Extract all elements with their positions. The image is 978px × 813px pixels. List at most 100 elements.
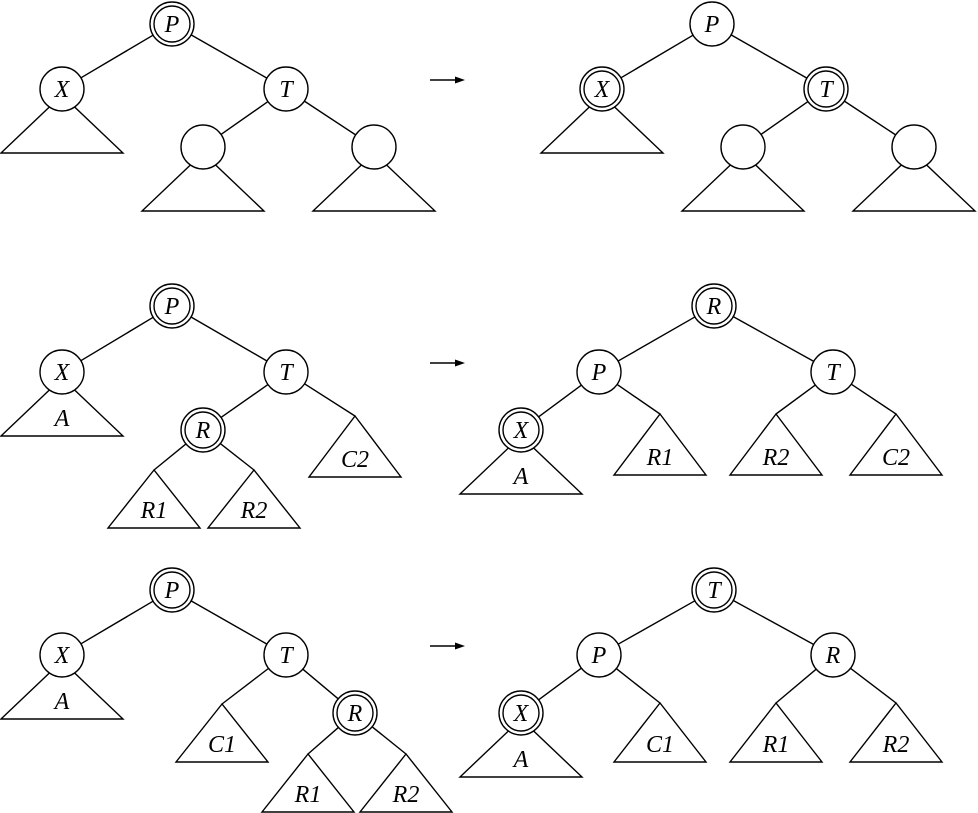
node-label: R [347, 701, 363, 727]
node-inner-ring [695, 287, 733, 325]
edge-b2-R-b2-T [732, 316, 815, 362]
edge-to-b1-t-R1 [153, 443, 187, 471]
subtree-triangle [728, 412, 824, 476]
subtree-label: R1 [762, 732, 790, 758]
node-a2-X: X [579, 66, 625, 112]
edge-b2-R-b2-P [617, 316, 696, 362]
node-label: R [706, 294, 722, 320]
node-c2-R: R [810, 632, 856, 678]
node-inner-ring [502, 411, 540, 449]
edges-layer [80, 34, 897, 701]
node-a1-R [351, 124, 397, 170]
subtree-c2-t-C1: C1 [612, 668, 708, 763]
edge-to-c1-t-C1 [221, 667, 269, 705]
subtree-a2-t-X [539, 94, 665, 154]
node-c1-R: R [332, 690, 378, 736]
node-label: X [513, 418, 530, 444]
node-inner-ring [695, 571, 733, 609]
node-label: P [164, 294, 180, 320]
node-circle [263, 349, 309, 395]
subtree-triangle [539, 94, 665, 154]
node-circle [576, 632, 622, 678]
edge-a2-T-a2-L [760, 101, 809, 135]
node-a1-P: P [149, 1, 195, 47]
subtree-triangle [140, 152, 266, 212]
subtree-a1-t-X [0, 94, 125, 154]
edge-to-c1-t-R2 [371, 726, 407, 755]
node-label: X [54, 77, 71, 103]
edge-b2-P-b2-X [538, 384, 582, 418]
node-circle [149, 283, 195, 329]
edge-to-c2-t-R2 [850, 667, 897, 704]
node-label: T [819, 77, 834, 103]
edge-to-b1-t-R2 [219, 443, 255, 471]
node-circle [498, 407, 544, 453]
subtree-triangle [851, 152, 977, 212]
edge-a2-P-a2-X [620, 34, 694, 79]
node-inner-ring [583, 70, 621, 108]
edge-to-c1-t-R1 [307, 726, 339, 755]
node-inner-ring [153, 287, 191, 325]
node-inner-ring [502, 694, 540, 732]
subtree-a1-t-L [140, 152, 266, 212]
subtree-triangle [728, 701, 824, 763]
subtree-triangle [458, 718, 584, 778]
node-label: X [54, 643, 71, 669]
subtree-label: R2 [762, 445, 790, 471]
edge-a2-P-a2-T [730, 34, 808, 79]
node-a1-L [180, 124, 226, 170]
arrow-row3 [430, 642, 465, 650]
edge-a1-T-a1-L [220, 101, 269, 135]
edge-to-b2-t-R2 [775, 384, 816, 415]
node-label: T [826, 360, 841, 386]
subtree-triangle [680, 152, 806, 212]
node-label: X [54, 360, 71, 386]
node-a2-L [720, 124, 766, 170]
subtree-triangle [612, 701, 708, 763]
node-circle [579, 66, 625, 112]
node-circle [180, 124, 226, 170]
edge-c1-T-c1-R [302, 668, 339, 700]
subtree-b2-t-R1: R1 [612, 383, 708, 476]
node-inner-ring [807, 70, 845, 108]
arrow-row1 [430, 76, 465, 84]
node-b2-P: P [576, 349, 622, 395]
subtree-b1-t-R1: R1 [106, 443, 202, 529]
arrows-layer [430, 76, 465, 650]
node-label: X [594, 77, 611, 103]
edge-to-b1-t-C2 [304, 383, 356, 417]
node-c1-P: P [149, 567, 195, 613]
edge-a1-T-a1-R [303, 100, 357, 136]
node-circle [720, 124, 766, 170]
subtree-b1-t-C2: C2 [304, 383, 403, 478]
subtree-label: C1 [646, 732, 674, 758]
subtree-a2-t-R [851, 152, 977, 212]
subtree-c1-t-R1: R1 [260, 726, 356, 813]
edge-a2-T-a2-R [843, 100, 897, 136]
subtree-label: R2 [392, 782, 420, 808]
node-a2-R [891, 124, 937, 170]
subtree-label: A [53, 689, 70, 715]
subtree-label: R1 [646, 445, 674, 471]
arrow-head-icon [455, 642, 465, 650]
edge-c2-P-c2-X [538, 667, 582, 701]
subtree-b2-t-C2: C2 [848, 383, 944, 476]
subtree-label: A [53, 406, 70, 432]
node-label: P [591, 643, 607, 669]
node-inner-ring [184, 411, 222, 449]
edge-to-c2-t-R1 [775, 668, 817, 704]
node-label: X [513, 701, 530, 727]
edge-to-c2-t-C1 [615, 668, 661, 704]
node-circle [149, 1, 195, 47]
node-label: P [164, 578, 180, 604]
subtree-triangle [307, 414, 403, 478]
node-b2-T: T [810, 349, 856, 395]
subtree-triangle [311, 152, 437, 212]
arrow-row2 [430, 359, 465, 367]
subtree-c2-t-R1: R1 [728, 668, 824, 763]
node-inner-ring [336, 694, 374, 732]
node-inner-ring [153, 5, 191, 43]
